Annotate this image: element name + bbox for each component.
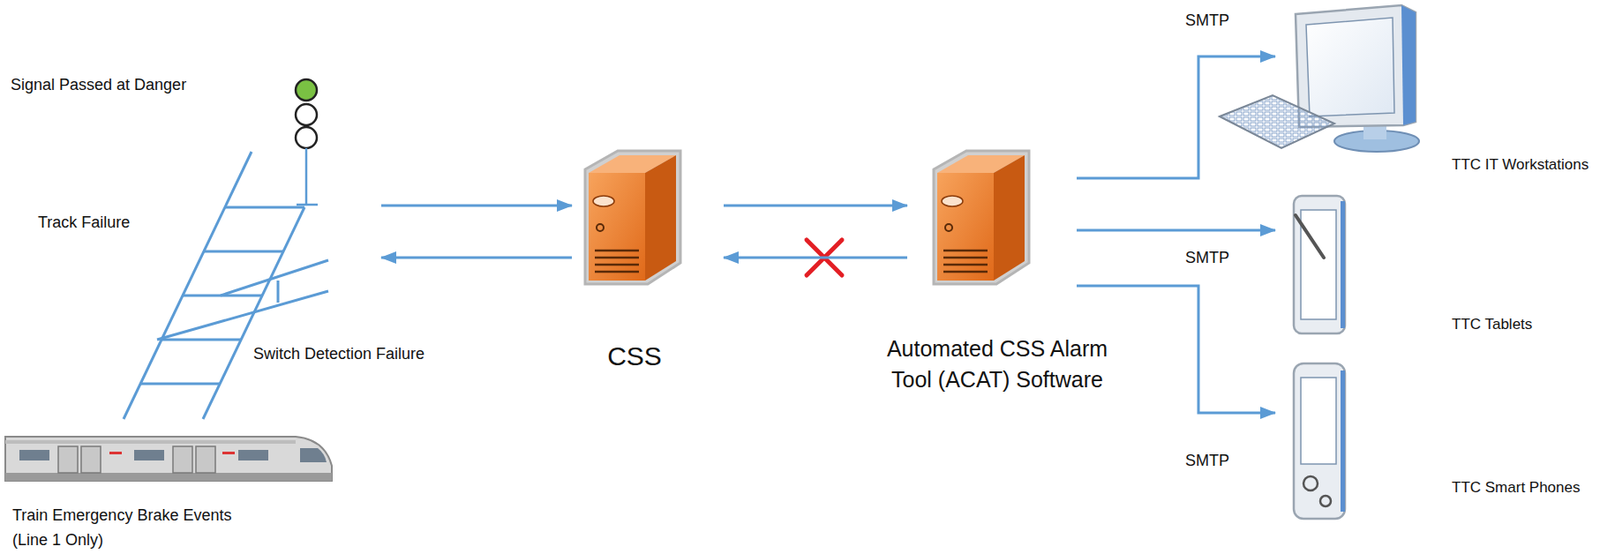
field-equipment: Signal Passed at DangerTrack FailureSwit… (0, 0, 371, 554)
node-label: Train Emergency Brake Events (Line 1 Onl… (12, 503, 269, 553)
connector-arrow (381, 204, 572, 208)
edge-label: SMTP (1183, 248, 1232, 268)
server-node: CSS (582, 152, 714, 286)
server-node: Automated CSS Alarm Tool (ACAT) Software (917, 152, 1067, 286)
connector-arrow (723, 256, 908, 260)
node-label: Signal Passed at Danger (10, 75, 187, 95)
device-node: TTC Smart Phones (1285, 361, 1348, 521)
edge-label: SMTP (1183, 451, 1232, 471)
connector-arrow (723, 204, 908, 208)
signal-symbol (295, 79, 318, 205)
connector-arrow (1076, 56, 1276, 179)
connector-arrow (1076, 229, 1276, 233)
workstation-icon (1219, 5, 1420, 152)
connector-arrow (381, 256, 572, 260)
node-label: TTC Smart Phones (1451, 479, 1581, 497)
tablet-icon (1293, 195, 1345, 334)
node-label: Switch Detection Failure (253, 344, 425, 364)
track-symbol (123, 151, 329, 420)
node-label: Automated CSS Alarm Tool (ACAT) Software (877, 333, 1118, 396)
node-label: TTC IT Workstations (1451, 156, 1589, 174)
device-node: TTC IT Workstations (1285, 5, 1419, 156)
node-label: CSS (607, 340, 662, 373)
server-icon (933, 150, 1030, 285)
device-node: TTC Tablets (1285, 194, 1348, 336)
train-symbol (5, 436, 332, 481)
node-label: Track Failure (37, 212, 130, 233)
node-label: TTC Tablets (1451, 315, 1533, 334)
phone-icon (1293, 363, 1345, 519)
edge-label: SMTP (1183, 11, 1232, 31)
server-icon (585, 150, 681, 285)
